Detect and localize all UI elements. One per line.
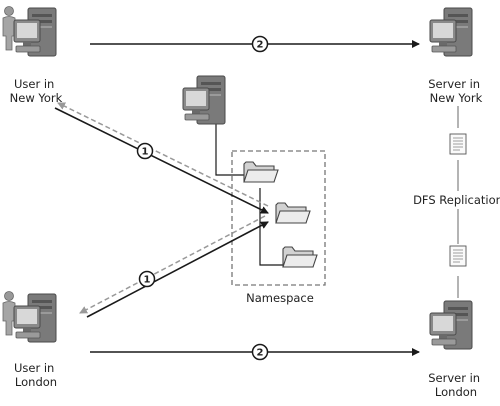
user-ny-computer-icon xyxy=(13,7,57,57)
arrow-namespace-to-ny xyxy=(57,102,269,207)
namespace-box xyxy=(231,150,326,286)
user-london-label: User in London xyxy=(14,361,58,389)
user-london-computer-icon xyxy=(13,293,57,343)
namespace-folder-icon xyxy=(282,246,318,268)
namespace-server-computer-icon xyxy=(182,75,226,125)
svg-text:2: 2 xyxy=(257,348,264,359)
server-ny-label: Server in New York xyxy=(428,77,484,105)
svg-text:1: 1 xyxy=(142,147,149,158)
step-1-bottom-badge: 1 xyxy=(138,270,156,288)
user-ny-label: User in New York xyxy=(10,77,63,105)
document-icon xyxy=(449,133,467,155)
server-london-computer-icon xyxy=(429,300,473,350)
namespace-folder-icon xyxy=(275,202,311,224)
replication-label: DFS Replication xyxy=(413,193,500,207)
namespace-root-folder-icon xyxy=(243,161,279,183)
document-icon xyxy=(449,245,467,267)
arrow-london-to-namespace xyxy=(86,221,269,318)
namespace-label: Namespace xyxy=(246,291,314,305)
arrow-namespace-to-london xyxy=(79,215,266,314)
arrow-ny-to-namespace xyxy=(54,107,269,214)
server-ny-computer-icon xyxy=(429,7,473,57)
server-london-label: Server in London xyxy=(428,371,484,399)
svg-text:2: 2 xyxy=(257,40,264,51)
step-2-bottom-badge: 2 xyxy=(251,343,269,361)
namespace-tree-lines xyxy=(215,104,283,266)
person-icon xyxy=(2,291,16,336)
person-icon xyxy=(2,6,16,51)
step-2-top-badge: 2 xyxy=(251,35,269,53)
step-1-top-badge: 1 xyxy=(136,142,154,160)
svg-text:1: 1 xyxy=(144,275,151,286)
